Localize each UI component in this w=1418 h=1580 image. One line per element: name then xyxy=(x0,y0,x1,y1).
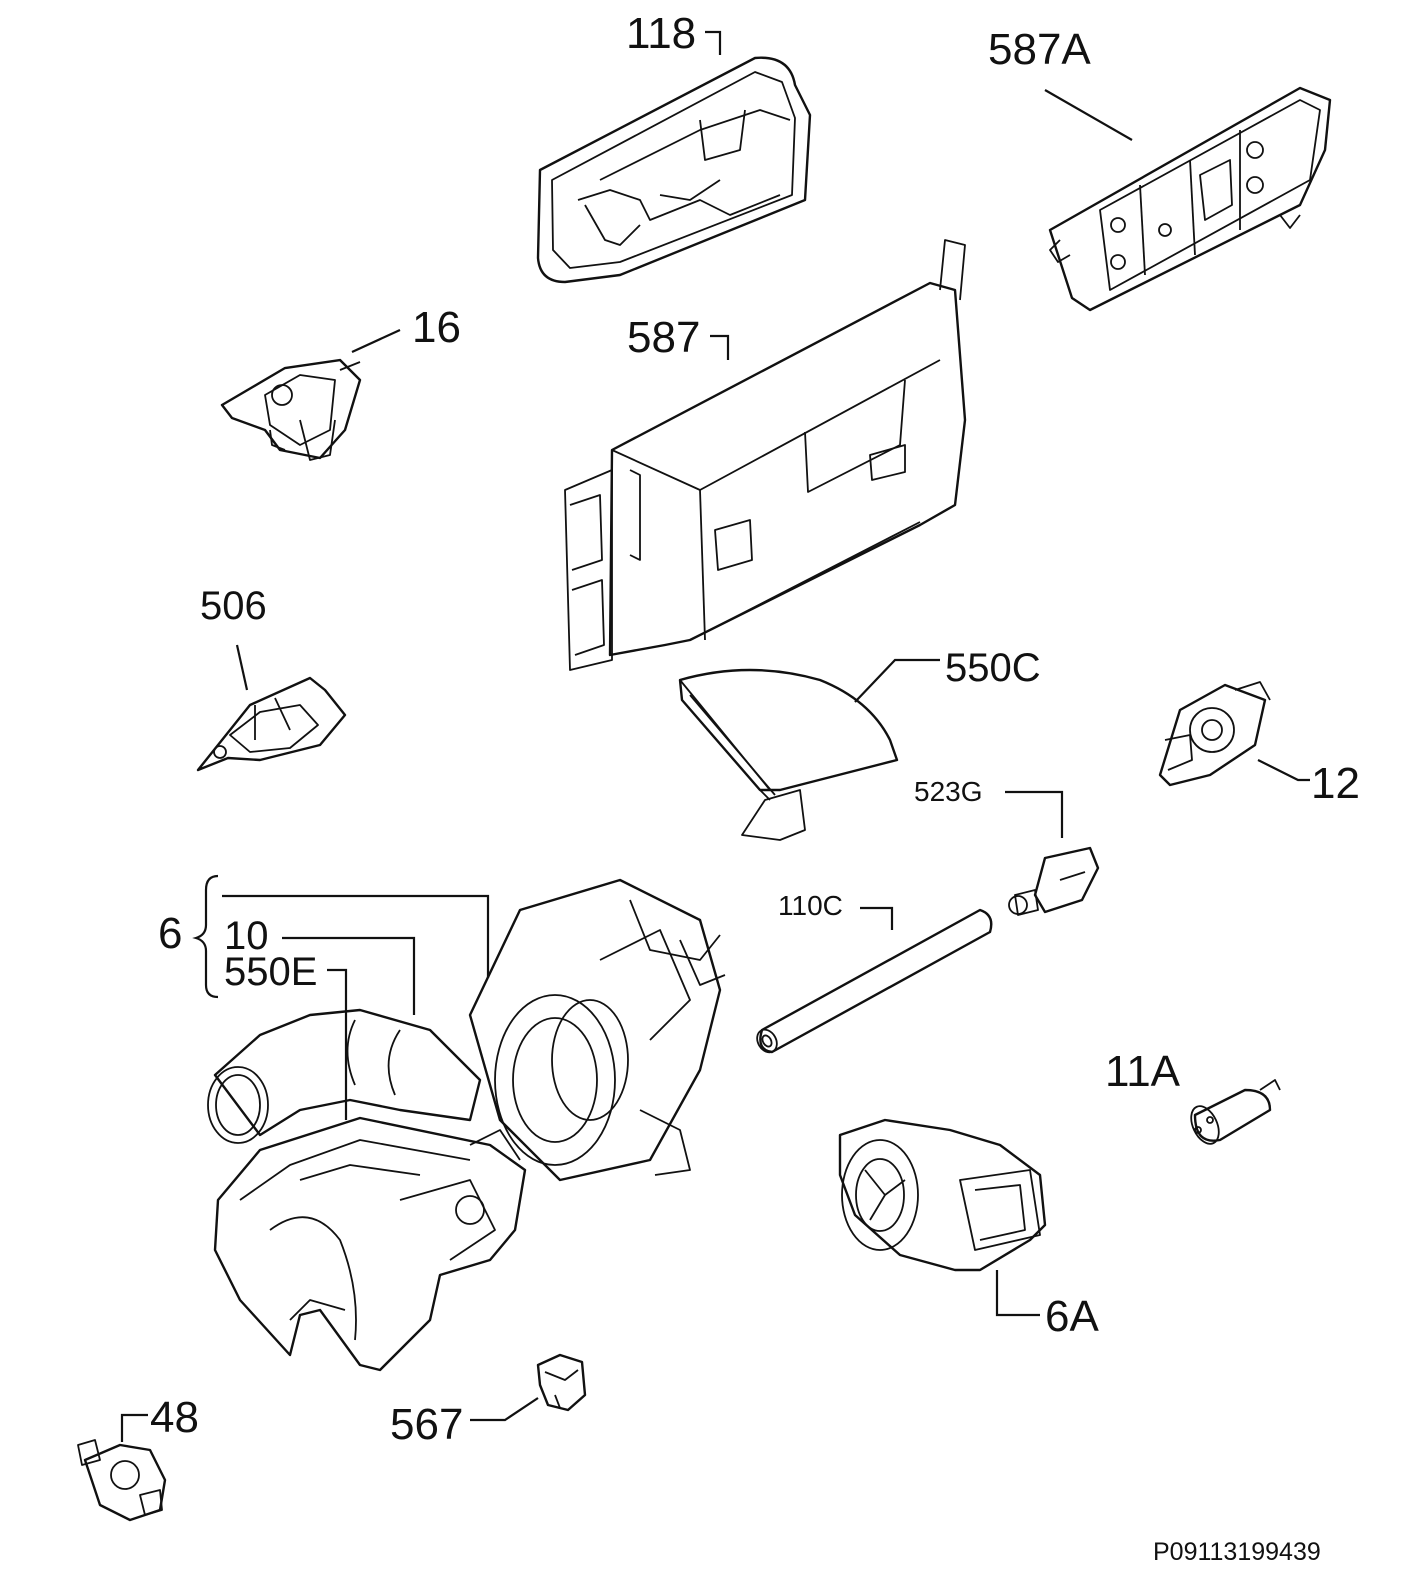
label-550e: 550E xyxy=(224,950,318,994)
part-16-door-lock xyxy=(220,358,362,461)
part-12-sensor xyxy=(1158,681,1271,787)
label-118: 118 xyxy=(626,9,697,58)
label-567: 567 xyxy=(390,1400,464,1449)
label-16: 16 xyxy=(412,303,461,352)
label-523g: 523G xyxy=(914,776,983,807)
part-506-switch xyxy=(196,676,347,772)
part-11a-capacitor xyxy=(1190,1079,1281,1145)
label-12: 12 xyxy=(1311,759,1360,808)
diagram-code: P09113199439 xyxy=(1153,1538,1321,1566)
label-587: 587 xyxy=(627,313,701,362)
label-110c: 110C xyxy=(778,890,843,921)
label-11a: 11A xyxy=(1105,1047,1181,1096)
part-118-panel xyxy=(536,56,812,284)
label-587a: 587A xyxy=(988,25,1091,74)
part-6-pump-assembly xyxy=(207,878,726,1372)
label-6: 6 xyxy=(158,909,183,958)
label-550c: 550C xyxy=(945,646,1041,690)
part-48-thermostat xyxy=(77,1439,167,1522)
part-523g-connector xyxy=(1008,846,1100,916)
part-6a-drain-pump xyxy=(838,1118,1047,1272)
part-110c-hose xyxy=(756,908,993,1054)
label-6a: 6A xyxy=(1045,1292,1099,1341)
part-567-clip xyxy=(536,1353,587,1412)
part-587a-board xyxy=(1048,86,1332,312)
part-587-control-box xyxy=(564,239,967,671)
label-506: 506 xyxy=(200,584,267,628)
label-48: 48 xyxy=(150,1393,199,1442)
part-550c-cover xyxy=(678,668,899,841)
label-10: 10 xyxy=(224,914,269,958)
